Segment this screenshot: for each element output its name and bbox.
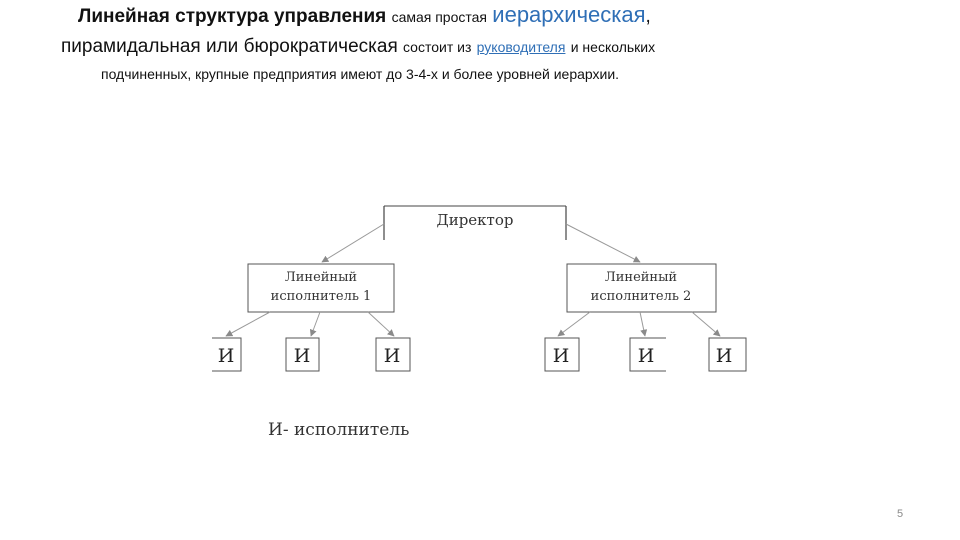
hierarchy-link[interactable]: иерархическая — [492, 2, 646, 27]
director-label: Директор — [437, 211, 514, 229]
arrow-m2-e3 — [691, 311, 721, 337]
heading-line-1: Линейная структура управления самая прос… — [78, 2, 651, 30]
arrow-director-to-manager-1 — [321, 223, 385, 263]
executor-2-label: И — [294, 345, 311, 367]
arrow-m1-e3 — [367, 311, 395, 337]
manager-2-line-1: Линейный — [605, 270, 677, 285]
arrow-m1-e2 — [309, 311, 321, 337]
heading-phrase-2: пирамидальная или бюрократическая — [61, 36, 398, 57]
arrow-director-to-manager-2 — [565, 223, 641, 263]
legend-caption: И- исполнитель — [268, 420, 410, 440]
arrow-m1-e1 — [225, 311, 271, 337]
heading-bold-phrase: Линейная структура управления — [78, 6, 387, 27]
manager-box-1: Линейный исполнитель 1 — [247, 263, 395, 313]
executor-4-label: И — [553, 345, 570, 367]
heading-line-3: подчиненных, крупные предприятия имеют д… — [101, 66, 620, 82]
arrow-m2-e2 — [639, 311, 648, 337]
manager-link[interactable]: руководителя — [476, 39, 566, 55]
executor-box-1: И — [212, 337, 242, 372]
executor-5-label: И — [638, 345, 655, 367]
manager-1-line-2: исполнитель 1 — [271, 289, 372, 304]
manager-box-2: Линейный исполнитель 2 — [566, 263, 717, 313]
executor-1-label: И — [218, 345, 235, 367]
executor-6-label: И — [716, 345, 733, 367]
arrow-m2-e1 — [557, 311, 591, 337]
executor-3-label: И — [384, 345, 401, 367]
manager-2-line-2: исполнитель 2 — [591, 289, 692, 304]
executor-box-4: И — [544, 337, 580, 372]
manager-1-line-1: Линейный — [285, 270, 357, 285]
page-number: 5 — [897, 508, 904, 520]
heading-phrase: самая простая — [391, 9, 488, 25]
heading-line-2: пирамидальная или бюрократическая состои… — [61, 34, 655, 60]
heading-small-1: состоит из — [403, 39, 472, 55]
executor-box-6: И — [708, 337, 747, 372]
heading-small-2: и нескольких — [570, 39, 656, 55]
executor-box-3: И — [375, 337, 411, 372]
executor-box-5: И — [629, 337, 666, 372]
heading-comma: , — [645, 6, 651, 27]
executor-box-2: И — [285, 337, 320, 372]
director-box: Директор — [383, 205, 567, 240]
